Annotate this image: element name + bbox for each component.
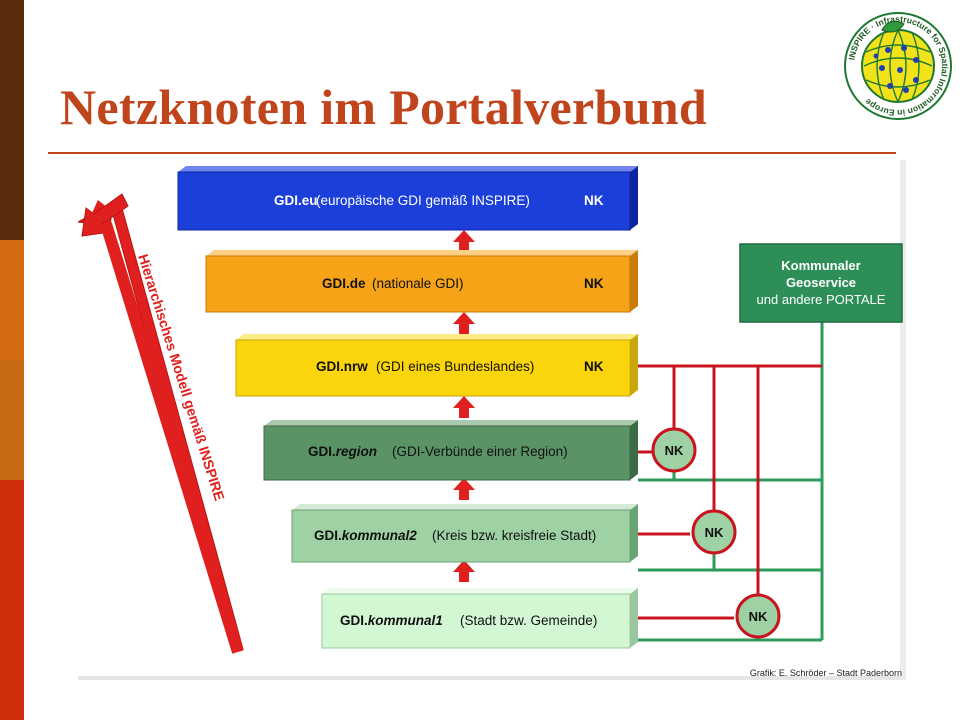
level-code-italic: kommunal1: [368, 613, 443, 628]
level-gdi-eu: GDI.eu (europäische GDI gemäß INSPIRE) N…: [177, 166, 638, 231]
sidebar-band-3: [0, 360, 24, 480]
level-desc: (Kreis bzw. kreisfreie Stadt): [432, 528, 596, 543]
geoservice-line1: Kommunaler: [781, 258, 860, 273]
level-code-prefix: GDI.: [340, 613, 368, 628]
nk-node-kommunal2: NK: [691, 509, 737, 555]
level-code: GDI.de: [322, 276, 366, 291]
level-nk: NK: [584, 276, 604, 291]
level-gdi-de: GDI.de (nationale GDI) NK: [205, 250, 638, 313]
inspire-logo: INSPIRE · Infrastructure for Spatial Inf…: [844, 12, 952, 120]
nk-node-label: NK: [665, 443, 684, 458]
level-nk: NK: [584, 193, 604, 208]
graphic-credit: Grafik: E. Schröder – Stadt Paderborn: [750, 668, 902, 678]
red-connectors: [638, 364, 822, 620]
kommunaler-geoservice-box: Kommunaler Geoservice und andere PORTALE: [739, 243, 903, 323]
nk-node-kommunal1: NK: [735, 593, 781, 639]
nk-node-region: NK: [651, 427, 697, 473]
level-gdi-kommunal1: GDI.kommunal1 (Stadt bzw. Gemeinde): [321, 588, 638, 649]
level-code-prefix: GDI.: [308, 444, 336, 459]
up-arrow: [453, 396, 475, 418]
geoservice-line3: und andere PORTALE: [757, 292, 886, 307]
level-desc: (nationale GDI): [372, 276, 464, 291]
level-desc: (GDI eines Bundeslandes): [376, 359, 534, 374]
level-code-prefix: GDI.: [314, 528, 342, 543]
svg-text:GDI.region: GDI.region: [308, 444, 377, 459]
level-code-italic: region: [336, 444, 377, 459]
sidebar-band-2: [0, 240, 24, 360]
nk-node-label: NK: [749, 609, 768, 624]
level-desc: (GDI-Verbünde einer Region): [392, 444, 568, 459]
svg-text:GDI.kommunal1: GDI.kommunal1: [340, 613, 443, 628]
portal-hierarchy-diagram: Hierarchisches Modell gemäß INSPIRE GDI.…: [78, 160, 906, 680]
level-gdi-nrw: GDI.nrw (GDI eines Bundeslandes) NK: [235, 334, 638, 397]
level-code-italic: kommunal2: [342, 528, 418, 543]
page-title: Netzknoten im Portalverbund: [60, 79, 707, 135]
sidebar-band-1: [0, 0, 24, 240]
up-arrow: [453, 478, 475, 500]
up-arrow: [453, 230, 475, 252]
level-desc: (Stadt bzw. Gemeinde): [460, 613, 597, 628]
level-gdi-kommunal2: GDI.kommunal2 (Kreis bzw. kreisfreie Sta…: [291, 504, 638, 563]
level-desc: (europäische GDI gemäß INSPIRE): [316, 193, 530, 208]
sidebar-band-4: [0, 480, 24, 720]
slide-sidebar: [0, 0, 24, 720]
up-arrow: [453, 560, 475, 582]
green-connectors: [638, 322, 824, 642]
up-arrow: [453, 312, 475, 334]
level-code: GDI.eu: [274, 193, 318, 208]
level-up-arrows: [453, 230, 475, 582]
level-code: GDI.nrw: [316, 359, 368, 374]
svg-text:GDI.kommunal2: GDI.kommunal2: [314, 528, 417, 543]
level-nk: NK: [584, 359, 604, 374]
geoservice-line2: Geoservice: [786, 275, 856, 290]
nk-node-label: NK: [705, 525, 724, 540]
title-divider: [48, 152, 896, 154]
level-gdi-region: GDI.region (GDI-Verbünde einer Region): [263, 420, 638, 481]
